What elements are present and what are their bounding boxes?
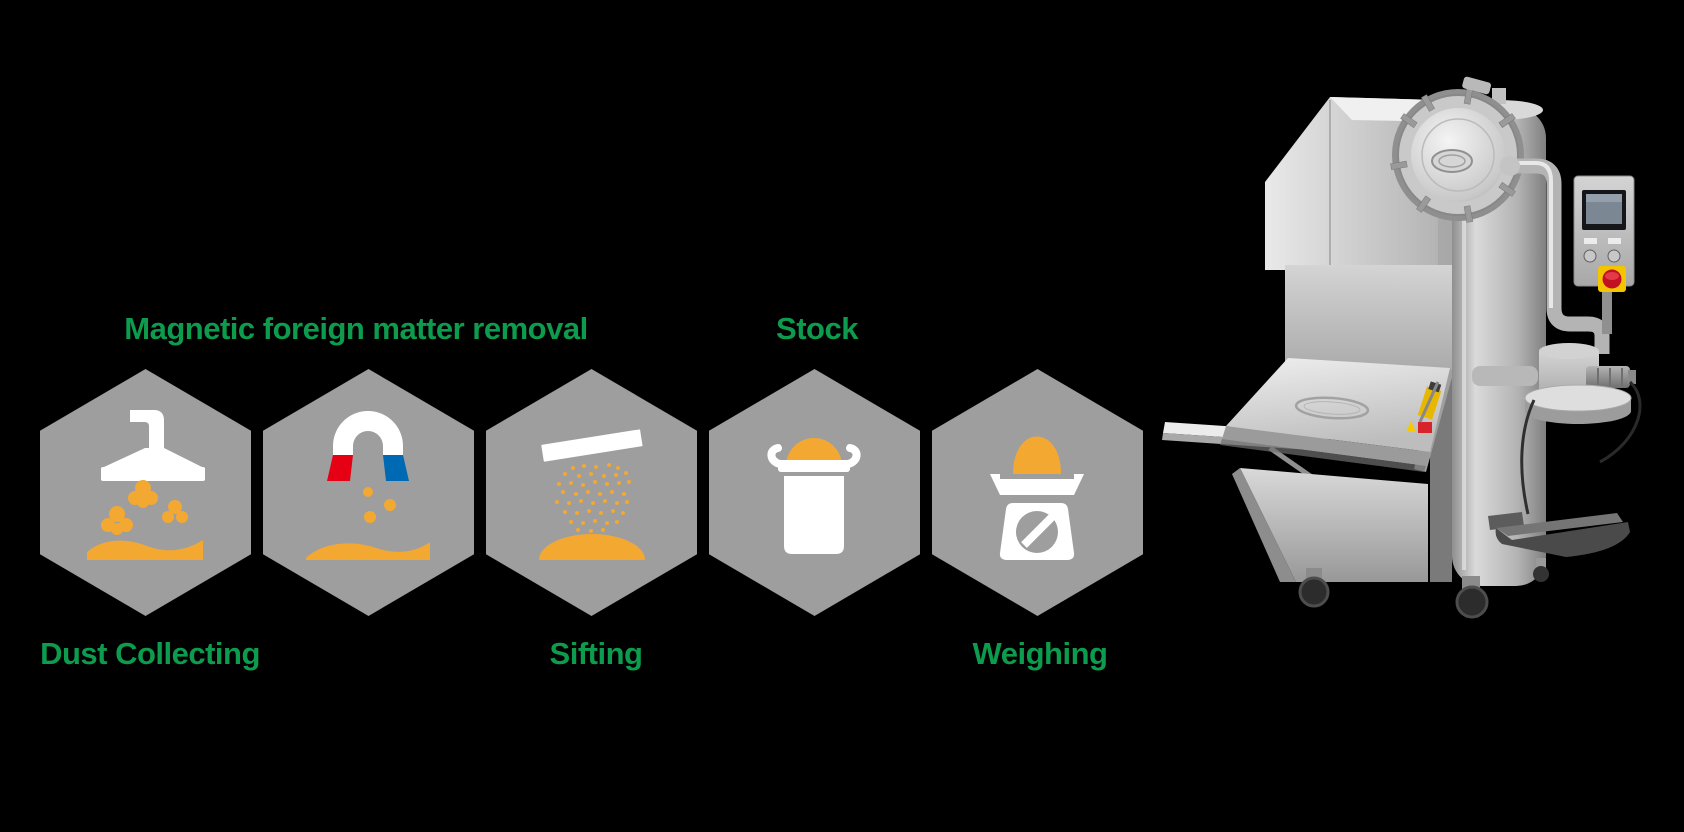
sifted-powder	[539, 463, 645, 560]
sifting-machine-photo	[1120, 70, 1684, 630]
dust-clouds	[87, 480, 203, 560]
label-sifting: Sifting	[549, 636, 643, 671]
hexagon-weighing	[932, 369, 1143, 616]
hexagon-stock	[709, 369, 920, 616]
drum-door	[1390, 76, 1524, 223]
hexagon-dust-collecting	[40, 369, 251, 616]
machine-illustration	[1162, 76, 1642, 619]
stock-pot-icon	[767, 438, 861, 554]
label-magnetic-foreign-matter-removal: Magnetic foreign matter removal	[124, 311, 588, 346]
discharge-chute	[1220, 358, 1454, 472]
label-stock: Stock	[776, 311, 858, 346]
casters	[1298, 558, 1549, 619]
oval-logo-plate	[1294, 396, 1370, 420]
label-weighing: Weighing	[972, 636, 1108, 671]
horseshoe-magnet-icon	[306, 411, 430, 560]
sieve-icon	[539, 429, 645, 560]
machine-mid-body	[1285, 265, 1460, 377]
hexagon-sifting	[486, 369, 697, 616]
panel-button	[1607, 249, 1621, 263]
drum-clamp-bolts	[1390, 87, 1516, 223]
piping	[1472, 156, 1610, 386]
panel-button	[1583, 249, 1597, 263]
label-dust-collecting: Dust Collecting	[40, 636, 260, 671]
motor	[1586, 366, 1630, 388]
pump-pedestal	[1520, 343, 1642, 515]
lower-cabinet	[1232, 468, 1428, 582]
cable	[1520, 399, 1536, 515]
warning-red-sticker	[1418, 422, 1432, 433]
falling-particles	[306, 487, 430, 560]
weighing-scale-icon	[990, 436, 1084, 560]
control-panel	[1573, 175, 1635, 334]
hexagon-magnetic-removal	[263, 369, 474, 616]
cable	[1599, 380, 1642, 464]
dust-collector-hood-icon	[87, 410, 205, 560]
warning-triangle-sticker	[1406, 421, 1416, 432]
foot-pedal	[1488, 512, 1630, 557]
drum-logo-plate	[1431, 149, 1473, 173]
